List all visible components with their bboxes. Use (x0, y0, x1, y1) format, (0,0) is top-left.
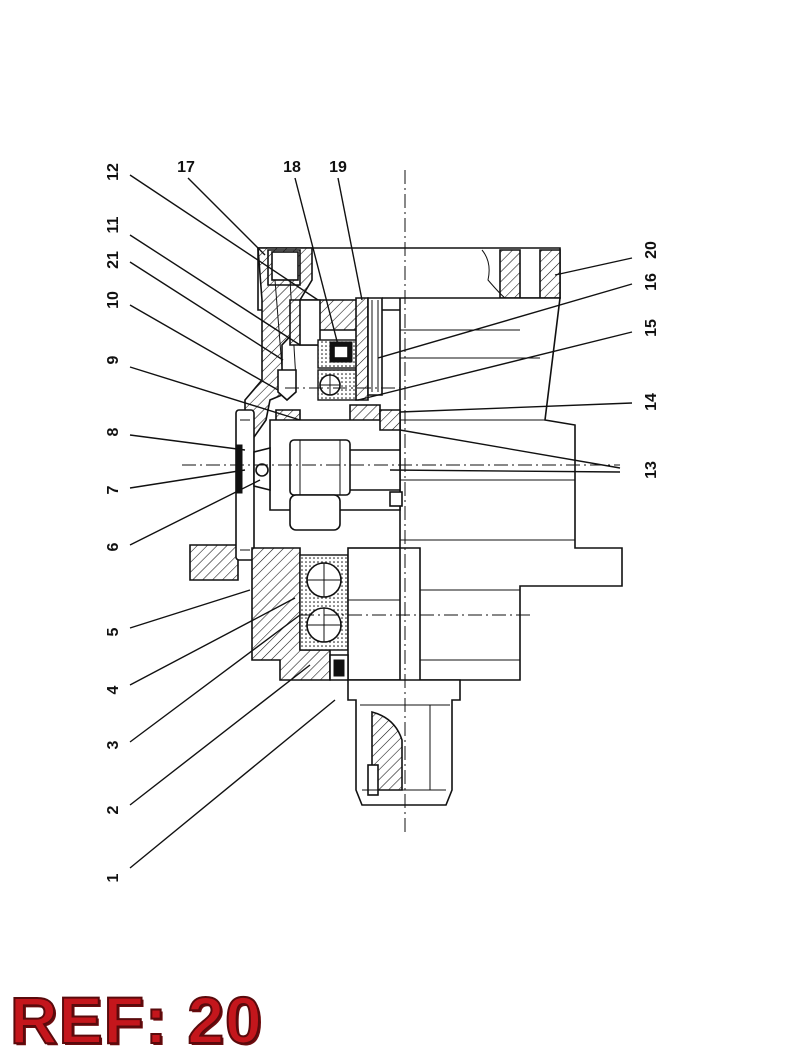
callout-13: 13 (643, 461, 660, 479)
callout-6: 6 (105, 542, 122, 551)
lower-bearings (251, 547, 401, 681)
leader-lines (129, 174, 633, 869)
callout-9: 9 (105, 355, 122, 364)
callout-19: 19 (329, 159, 347, 176)
callout-20: 20 (643, 241, 660, 259)
callout-10: 10 (105, 291, 122, 309)
motor-casing (382, 297, 623, 681)
callout-5: 5 (105, 627, 122, 636)
callout-8: 8 (105, 427, 122, 436)
callout-11: 11 (105, 216, 122, 233)
callout-14: 14 (643, 393, 660, 411)
callout-17: 17 (177, 159, 195, 176)
callout-15: 15 (643, 319, 660, 337)
callout-16: 16 (643, 273, 660, 291)
callout-labels: 1 2 3 4 5 6 7 8 9 10 21 11 12 17 18 19 2… (105, 159, 660, 882)
centerlines (182, 170, 620, 835)
callout-21: 21 (105, 251, 122, 269)
callout-4: 4 (105, 685, 122, 694)
callout-12: 12 (105, 163, 122, 181)
callout-18: 18 (283, 159, 301, 176)
side-bolt (235, 409, 271, 561)
upper-bearing (317, 297, 383, 401)
callout-2: 2 (105, 805, 122, 814)
reference-badge: REF: 20 (9, 983, 263, 1057)
output-shaft (347, 679, 461, 806)
central-shaft (269, 409, 403, 531)
callout-3: 3 (105, 740, 122, 749)
callout-7: 7 (105, 485, 122, 494)
callout-1: 1 (105, 873, 122, 882)
